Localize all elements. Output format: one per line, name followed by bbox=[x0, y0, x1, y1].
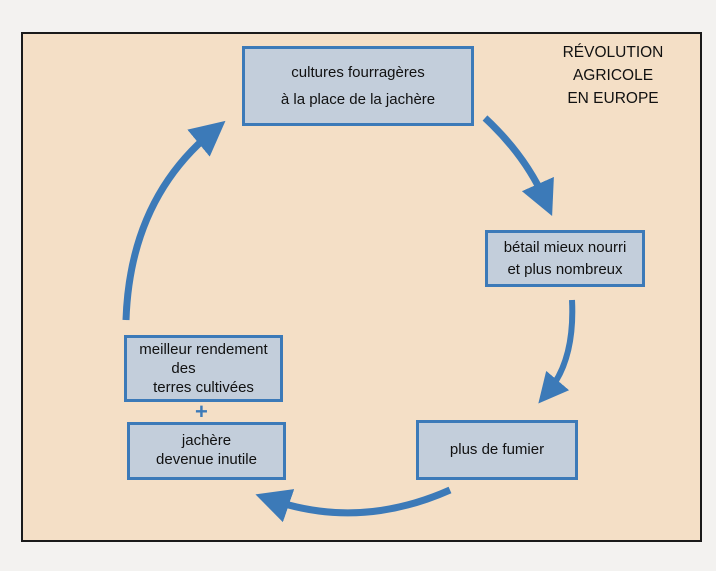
box-betail: bétail mieux nourri et plus nombreux bbox=[485, 230, 645, 287]
box-fumier: plus de fumier bbox=[416, 420, 578, 480]
box-text: à la place de la jachère bbox=[280, 91, 436, 108]
box-text: cultures fourragères bbox=[291, 64, 425, 81]
arrow-cultures-to-betail bbox=[482, 115, 554, 216]
box-text: et plus nombreux bbox=[507, 260, 623, 278]
box-text: bétail mieux nourri bbox=[503, 238, 627, 256]
plus-icon: + bbox=[195, 399, 208, 424]
box-rendement: meilleur rendement des terres cultivées bbox=[124, 335, 283, 402]
box-text: devenue inutile bbox=[156, 451, 257, 468]
title-line: RÉVOLUTION bbox=[562, 44, 664, 61]
box-text: terres cultivées bbox=[153, 379, 254, 396]
arrow-betail-to-fumier bbox=[538, 299, 576, 404]
box-cultures-fourrageres: cultures fourragères à la place de la ja… bbox=[242, 46, 474, 126]
arrow-rendement-to-cultures bbox=[122, 120, 226, 321]
box-jachere: jachère devenue inutile bbox=[127, 422, 286, 480]
diagram-title: RÉVOLUTION AGRICOLE EN EUROPE bbox=[548, 41, 678, 110]
box-text: des bbox=[171, 360, 196, 377]
title-line: EN EUROPE bbox=[567, 90, 659, 107]
box-text: plus de fumier bbox=[449, 440, 545, 458]
title-line: AGRICOLE bbox=[572, 67, 654, 84]
box-text: jachère bbox=[181, 432, 232, 450]
box-text: meilleur rendement bbox=[139, 341, 268, 358]
arrow-fumier-to-jachere bbox=[255, 486, 452, 523]
